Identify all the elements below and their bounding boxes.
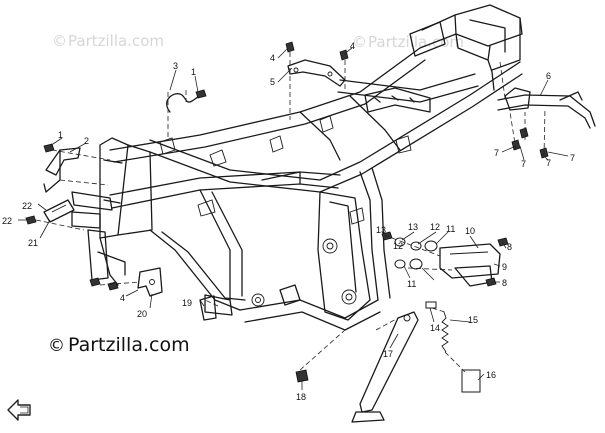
callout-7: 7	[521, 159, 526, 169]
partzilla-brand-text: ©Partzilla.com	[48, 334, 190, 356]
callout-4: 4	[270, 53, 275, 63]
svg-text:Partzilla.com: Partzilla.com	[368, 33, 464, 51]
front-bracket-part-2	[43, 147, 81, 193]
bolt-part-14	[425, 301, 437, 309]
callout-8: 8	[502, 278, 507, 288]
svg-text:©: ©	[352, 33, 367, 51]
watermark-top-right: © Partzilla.com	[352, 33, 464, 51]
back-arrow-icon[interactable]	[6, 396, 34, 422]
svg-text:©: ©	[52, 32, 67, 50]
callout-labels: 1 1 2 3 4 4 4 5 6 7 7 7 7 8 8 9 10 11 11…	[2, 41, 575, 402]
leader-lines	[18, 47, 569, 390]
callout-20: 20	[137, 309, 147, 319]
callout-4: 4	[350, 41, 355, 51]
copyright-symbol: ©	[48, 336, 65, 356]
hose-part-3	[166, 93, 201, 113]
callout-12: 12	[430, 222, 440, 232]
callout-3: 3	[173, 61, 178, 71]
assembly-lines	[35, 52, 546, 373]
callout-10: 10	[465, 226, 475, 236]
callout-11: 11	[446, 224, 455, 234]
fasteners	[25, 41, 549, 291]
callout-21: 21	[28, 238, 38, 248]
nut-part-18	[295, 369, 309, 383]
callout-9: 9	[502, 262, 507, 272]
callout-1: 1	[58, 130, 63, 140]
spring-part-15	[441, 311, 449, 353]
bracket-part-20	[137, 267, 163, 297]
callout-4: 4	[120, 293, 125, 303]
callout-17: 17	[383, 349, 393, 359]
callout-13: 13	[408, 222, 418, 232]
callout-13: 13	[376, 225, 386, 235]
pad-part-16	[461, 369, 481, 393]
callout-1: 1	[191, 67, 196, 77]
side-stand-part-17	[351, 311, 419, 423]
callout-12: 12	[393, 241, 403, 251]
bracket-part-19	[199, 295, 217, 321]
callout-7: 7	[494, 148, 499, 158]
callout-2: 2	[84, 136, 89, 146]
callout-8: 8	[507, 242, 512, 252]
callout-11: 11	[407, 279, 416, 289]
callout-5: 5	[270, 77, 275, 87]
brand-name: Partzilla.com	[68, 334, 190, 356]
callout-6: 6	[546, 71, 551, 81]
callout-18: 18	[296, 392, 306, 402]
main-frame	[71, 4, 523, 331]
watermark-top-left: © Partzilla.com	[52, 32, 164, 50]
rear-bracket-part-6	[497, 87, 596, 129]
svg-text:Partzilla.com: Partzilla.com	[68, 32, 164, 50]
callout-7: 7	[570, 153, 575, 163]
callout-14: 14	[430, 323, 440, 333]
seat-bracket-part-5	[287, 59, 346, 87]
bracket-part-21	[43, 199, 75, 223]
callout-7: 7	[546, 158, 551, 168]
callout-22: 22	[2, 216, 12, 226]
callout-19: 19	[182, 298, 192, 308]
callout-16: 16	[486, 370, 496, 380]
callout-22: 22	[22, 201, 32, 211]
callout-15: 15	[468, 315, 478, 325]
